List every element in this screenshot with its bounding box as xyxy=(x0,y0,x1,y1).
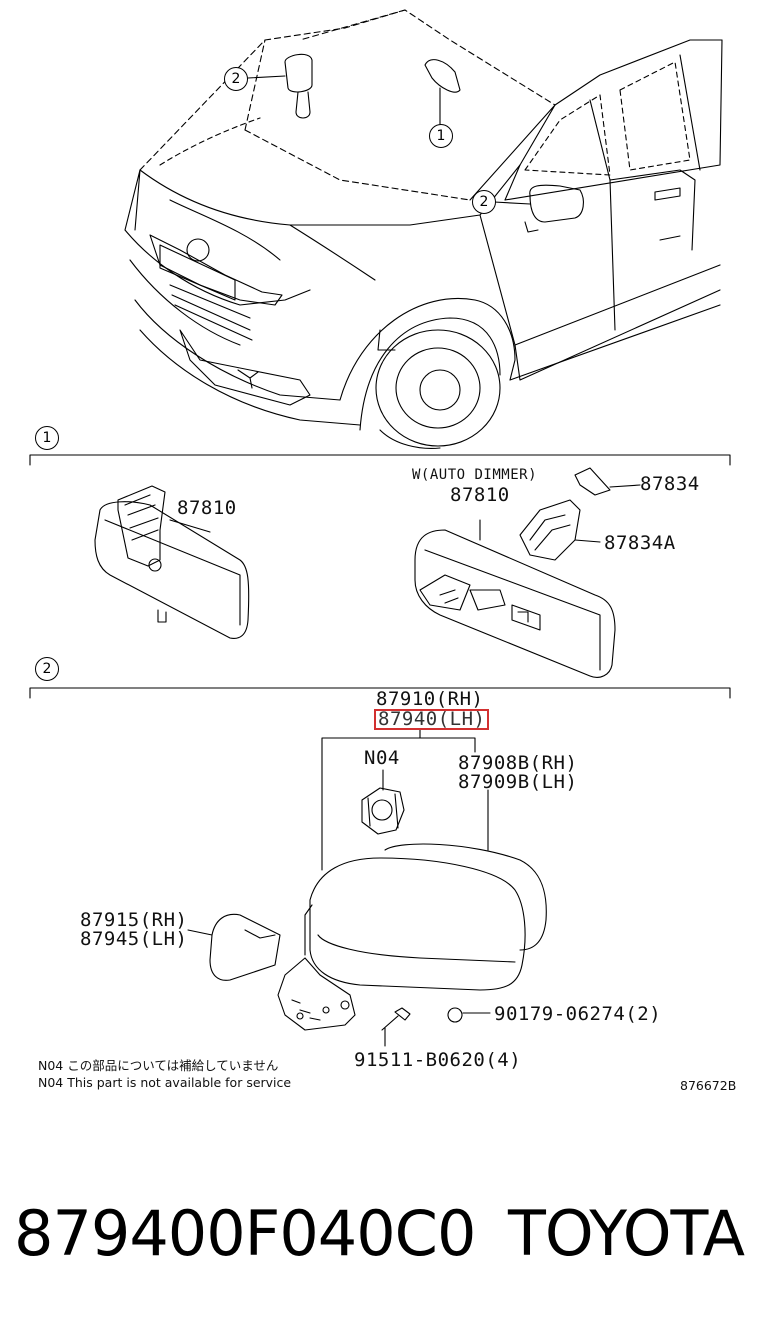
note-english: N04 This part is not available for servi… xyxy=(38,1075,292,1090)
callout-circle-windshield[interactable]: 1 xyxy=(429,124,453,148)
drawing-number: 876672B xyxy=(680,1078,737,1093)
section-1-bracket xyxy=(29,454,731,466)
label-87810-plain[interactable]: 87810 xyxy=(177,497,237,519)
section-2-marker: 2 xyxy=(35,657,59,681)
caption-bar: 879400F040C0 TOYOTA xyxy=(0,1196,760,1276)
section-2-bracket xyxy=(29,687,731,699)
label-87908b-rh[interactable]: 87908B(RH) xyxy=(458,752,578,774)
part-number: 879400F040C0 xyxy=(14,1197,476,1270)
inner-mirror-auto-dimmer xyxy=(414,467,641,678)
label-87915-rh[interactable]: 87915(RH) xyxy=(80,909,188,931)
label-90179-06274[interactable]: 90179-06274(2) xyxy=(494,1003,662,1025)
label-87909b-lh[interactable]: 87909B(LH) xyxy=(458,771,578,793)
outer-mirror-assembly xyxy=(187,787,547,1047)
label-n04[interactable]: N04 xyxy=(364,747,400,769)
label-87910-rh[interactable]: 87910(RH) xyxy=(376,688,484,710)
callout-circle-top-left[interactable]: 2 xyxy=(224,67,248,91)
inner-mirror-plain xyxy=(94,485,250,639)
label-87945-lh[interactable]: 87945(LH) xyxy=(80,928,188,950)
label-auto-dimmer: W(AUTO DIMMER) xyxy=(412,467,538,483)
label-87834[interactable]: 87834 xyxy=(640,473,700,495)
label-87810-auto[interactable]: 87810 xyxy=(450,484,510,506)
callout-circle-side-mirror[interactable]: 2 xyxy=(472,190,496,214)
label-91511-b0620[interactable]: 91511-B0620(4) xyxy=(354,1049,522,1071)
brand-name: TOYOTA xyxy=(507,1197,745,1270)
car-illustration xyxy=(124,9,723,449)
section-1-marker: 1 xyxy=(35,426,59,450)
note-japanese: N04 この部品については補給していません xyxy=(38,1058,279,1073)
label-87834a[interactable]: 87834A xyxy=(604,532,676,554)
label-87940-lh-highlighted[interactable]: 87940(LH) xyxy=(374,709,490,730)
